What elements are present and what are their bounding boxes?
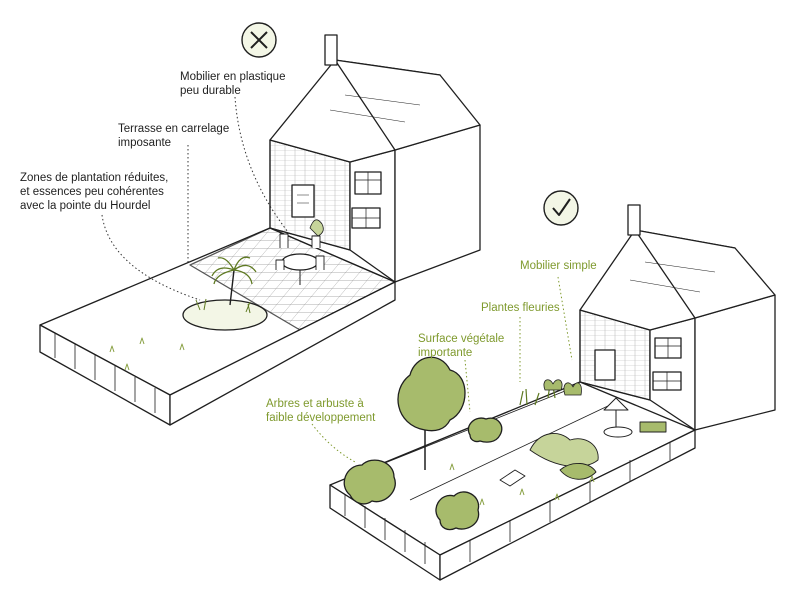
check-icon bbox=[543, 190, 579, 226]
scene-bad bbox=[39, 22, 481, 426]
grass-tufts-bad bbox=[109, 337, 185, 371]
simple-furniture-good bbox=[499, 397, 667, 487]
flower-beds-good bbox=[519, 379, 599, 480]
house-good bbox=[579, 204, 776, 431]
scene-good bbox=[311, 190, 776, 581]
label-flowering-plants: Plantes fleuries bbox=[481, 302, 560, 314]
label-small-trees: Arbres et arbuste à faible développement bbox=[266, 398, 376, 424]
label-simple-furniture: Mobilier simple bbox=[520, 260, 597, 272]
plastic-furniture-bad bbox=[275, 219, 325, 285]
label-vegetal-surface: Surface végétale importante bbox=[418, 333, 505, 359]
cross-icon bbox=[241, 22, 277, 58]
planting-bed-bad bbox=[182, 256, 268, 331]
label-tiled-terrace: Terrasse en carrelage imposante bbox=[118, 123, 230, 149]
garden-good bbox=[329, 381, 696, 581]
trees-good bbox=[343, 356, 503, 531]
leader-lines-bad bbox=[101, 96, 289, 301]
grass-tufts-good bbox=[449, 463, 595, 506]
label-reduced-planting: Zones de plantation réduites, et essence… bbox=[20, 172, 169, 212]
leader-lines-good bbox=[311, 276, 573, 463]
label-plastic-furniture: Mobilier en plastique peu durable bbox=[180, 71, 286, 97]
